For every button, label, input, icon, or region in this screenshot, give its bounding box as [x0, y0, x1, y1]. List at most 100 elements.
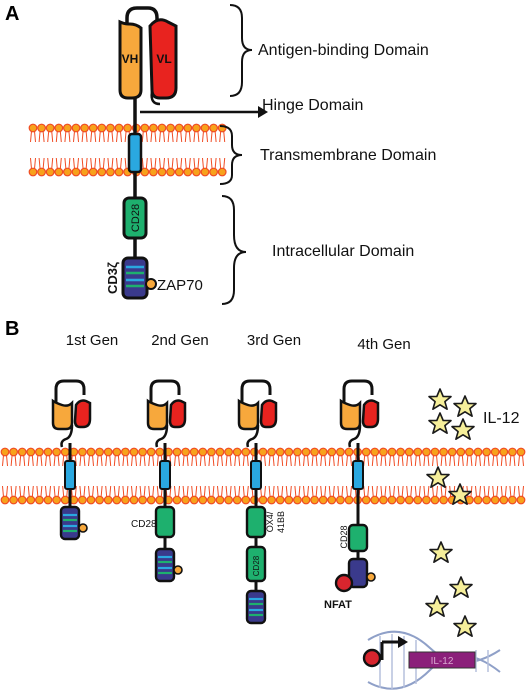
cd3z-domain: [121, 256, 149, 300]
gen4-title: 4th Gen: [357, 336, 410, 353]
lipid-head: [63, 157, 72, 177]
lipid-head: [206, 485, 216, 505]
gen4-cd3z: [347, 557, 369, 589]
lipid-head: [28, 157, 38, 177]
lipid-head: [404, 485, 414, 505]
lipid-head: [430, 485, 440, 505]
transmembrane-domain: [127, 132, 143, 174]
il12-gene: IL-12: [362, 630, 501, 690]
lipid-head: [105, 123, 115, 143]
gen3-41bb-label: 41BB: [276, 511, 286, 533]
lipid-head: [43, 447, 53, 467]
brace-intracellular: [221, 195, 247, 305]
lipid-head: [138, 485, 148, 505]
lipid-head: [310, 447, 319, 467]
lipid-head: [217, 157, 227, 177]
zap70-label: ZAP70: [157, 277, 203, 294]
lipid-head: [157, 123, 167, 143]
lipid-head: [241, 485, 251, 505]
lipid-head: [447, 447, 457, 467]
lipid-head: [318, 447, 328, 467]
lipid-head: [86, 485, 96, 505]
il12-gene-box: [408, 651, 476, 669]
star-8: [449, 576, 473, 599]
lipid-head: [482, 447, 491, 467]
lipid-head: [138, 447, 148, 467]
vl-domain: [148, 18, 178, 100]
lipid-head: [17, 447, 27, 467]
lipid-head: [172, 447, 182, 467]
lipid-head: [370, 447, 380, 467]
gen3-receptor: [237, 379, 278, 625]
vl-label: VL: [156, 52, 171, 66]
lipid-head: [45, 123, 55, 143]
membrane-a: [28, 123, 227, 177]
zap70-marker: [145, 278, 157, 290]
gen4-zap70: [366, 572, 376, 582]
star-10: [453, 615, 477, 638]
lipid-head: [413, 485, 423, 505]
lipid-head: [508, 447, 517, 467]
lipid-head: [26, 485, 36, 505]
generation-titles: 1st Gen 2nd Gen 3rd Gen 4th Gen: [66, 332, 411, 353]
lipid-head: [35, 447, 44, 467]
gen1-tm: [64, 460, 76, 490]
gen4-tm: [352, 460, 364, 490]
lipid-head: [9, 447, 18, 467]
lipid-head: [327, 485, 337, 505]
lipid-head: [80, 123, 90, 143]
lipid-head: [71, 123, 81, 143]
lipid-head: [482, 485, 491, 505]
lipid-head: [284, 447, 294, 467]
lipid-head: [232, 447, 242, 467]
lipid-head: [379, 485, 388, 505]
il12-label: IL-12: [483, 410, 520, 427]
lipid-head: [129, 447, 139, 467]
lipid-head: [0, 485, 10, 505]
lipid-head: [422, 447, 431, 467]
gen3-title: 3rd Gen: [247, 332, 301, 349]
lipid-head: [28, 123, 38, 143]
star-7: [429, 541, 453, 564]
lipid-head: [71, 157, 81, 177]
lipid-head: [146, 485, 156, 505]
lipid-head: [198, 485, 208, 505]
lipid-head: [103, 485, 113, 505]
lipid-head: [293, 447, 302, 467]
gen1-receptor: [51, 379, 92, 541]
lipid-head: [275, 485, 285, 505]
hinge-label: Hinge Domain: [262, 97, 363, 114]
gen4-nfat: [334, 573, 354, 593]
lipid-head: [232, 485, 242, 505]
lipid-head: [370, 485, 380, 505]
lipid-head: [396, 447, 405, 467]
lipid-head: [112, 447, 122, 467]
gen3-ox40-41bb: [245, 505, 267, 539]
lipid-head: [465, 447, 474, 467]
panel-a-letter: A: [5, 3, 19, 25]
lipid-head: [379, 447, 388, 467]
lipid-head: [172, 485, 182, 505]
lipid-head: [174, 157, 184, 177]
lipid-head: [146, 447, 156, 467]
lipid-head: [267, 485, 276, 505]
lipid-head: [54, 123, 64, 143]
lipid-head: [396, 485, 405, 505]
lipid-head: [499, 447, 509, 467]
lipid-head: [88, 157, 98, 177]
star-9: [425, 595, 449, 618]
lipid-head: [267, 447, 276, 467]
lipid-head: [209, 157, 219, 177]
lipid-head: [183, 157, 193, 177]
gen2-title: 2nd Gen: [151, 332, 209, 349]
vh-label: VH: [122, 52, 139, 66]
lipid-head: [52, 485, 61, 505]
lipid-head: [37, 123, 46, 143]
lipid-head: [198, 447, 208, 467]
lipid-head: [95, 485, 105, 505]
lipid-head: [129, 485, 139, 505]
gen4-cd28-label: CD28: [339, 525, 349, 548]
car-receptor-a: VH VL CD28 CD3ζ ZAP70: [105, 6, 203, 300]
lipid-head: [105, 157, 115, 177]
lipid-head: [516, 485, 526, 505]
